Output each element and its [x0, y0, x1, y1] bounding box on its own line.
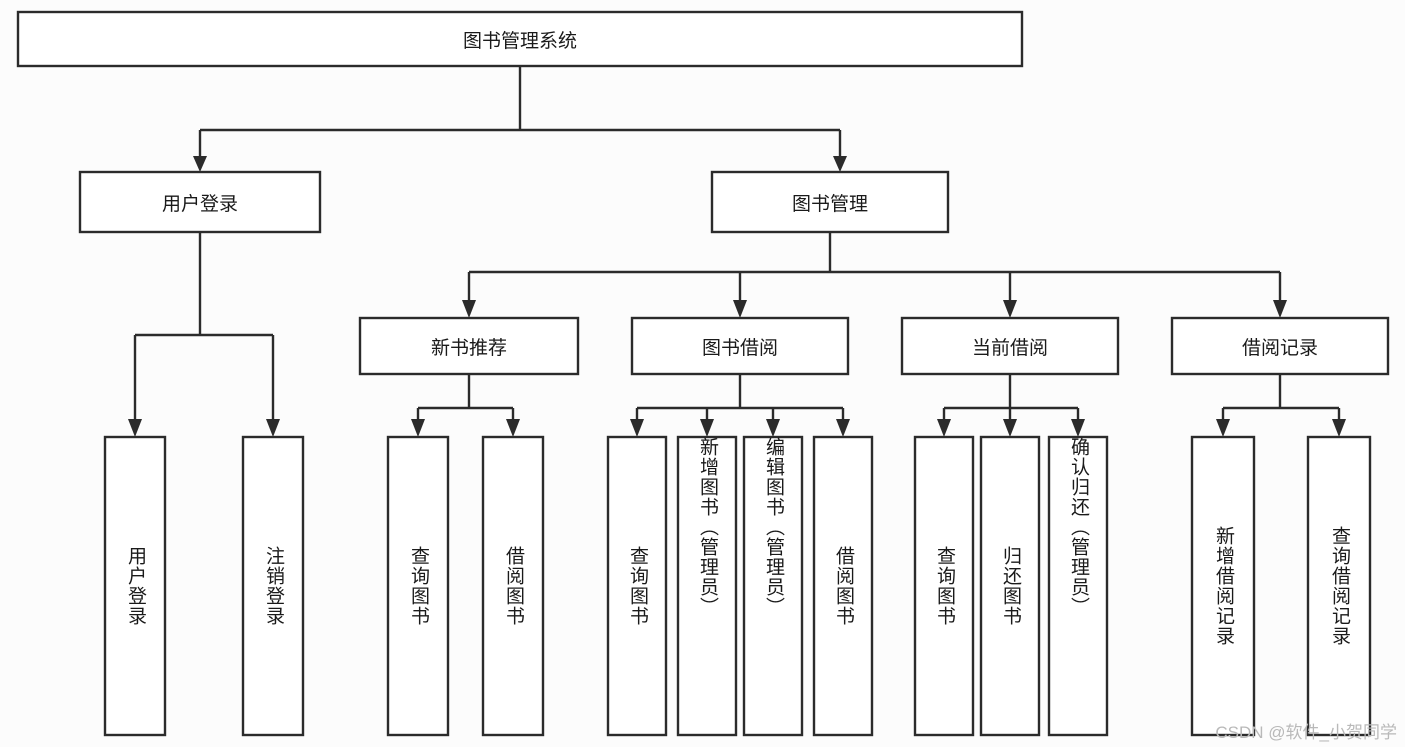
connector-newbook-to-leaves: [411, 374, 520, 437]
csdn-watermark: CSDN @软件_小贺同学: [1215, 723, 1397, 742]
connector-root-to-level2: [193, 66, 847, 172]
node-box-leaf-borrow-book-2[interactable]: [812, 435, 874, 737]
node-box-leaf-add-book[interactable]: [676, 435, 738, 737]
node-box-leaf-query-book-3[interactable]: [913, 435, 975, 737]
node-box-leaf-query-book-1[interactable]: [386, 435, 450, 737]
connector-currentborrow-to-leaves: [937, 374, 1085, 437]
node-box-leaf-borrow-book-1[interactable]: [481, 435, 545, 737]
node-box-leaf-add-record[interactable]: [1190, 435, 1256, 737]
node-box-leaf-user-login[interactable]: [103, 435, 167, 737]
node-box-user-login[interactable]: [78, 170, 322, 234]
connector-userlogin-to-leaves: [128, 232, 280, 437]
node-box-new-book-recommend[interactable]: [358, 316, 580, 376]
node-box-root[interactable]: [16, 10, 1024, 68]
node-box-book-borrow[interactable]: [630, 316, 850, 376]
node-box-leaf-return-book[interactable]: [979, 435, 1041, 737]
node-box-leaf-edit-book[interactable]: [742, 435, 804, 737]
node-box-leaf-query-record[interactable]: [1306, 435, 1372, 737]
node-box-book-manage[interactable]: [710, 170, 950, 234]
node-box-leaf-confirm-return[interactable]: [1047, 435, 1109, 737]
node-box-current-borrow[interactable]: [900, 316, 1120, 376]
node-box-leaf-query-book-2[interactable]: [606, 435, 668, 737]
connector-bookmanage-to-level3: [462, 232, 1287, 318]
node-box-borrow-record[interactable]: [1170, 316, 1390, 376]
connector-borrowrecord-to-leaves: [1216, 374, 1346, 437]
connector-bookborrow-to-leaves: [630, 374, 850, 437]
node-box-leaf-logout[interactable]: [241, 435, 305, 737]
